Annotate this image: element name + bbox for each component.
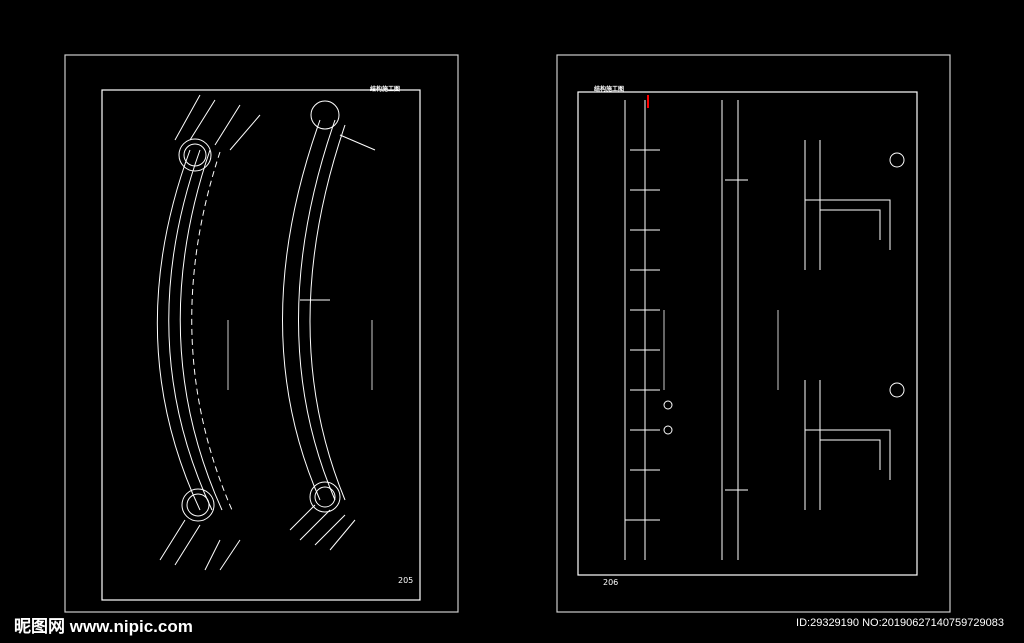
- sheet-right-title: 结构施工图: [594, 86, 625, 93]
- page-number-right: 206: [603, 578, 619, 587]
- sheet-left: [64, 54, 459, 613]
- watermark-logo: 昵图网 www.nipic.com: [14, 617, 193, 636]
- curved-beam-section: [282, 100, 376, 551]
- curved-beam-plan: [156, 94, 261, 571]
- elevation-column-1: [624, 95, 673, 560]
- sheet-right: [556, 54, 951, 613]
- sheet-left-title: 结构施工图: [370, 86, 401, 93]
- detail-sections: [804, 140, 905, 510]
- watermark-id: ID:29329190 NO:20190627140759729083: [796, 617, 1004, 629]
- elevation-column-2: [721, 100, 748, 560]
- page-number-left: 205: [398, 576, 414, 585]
